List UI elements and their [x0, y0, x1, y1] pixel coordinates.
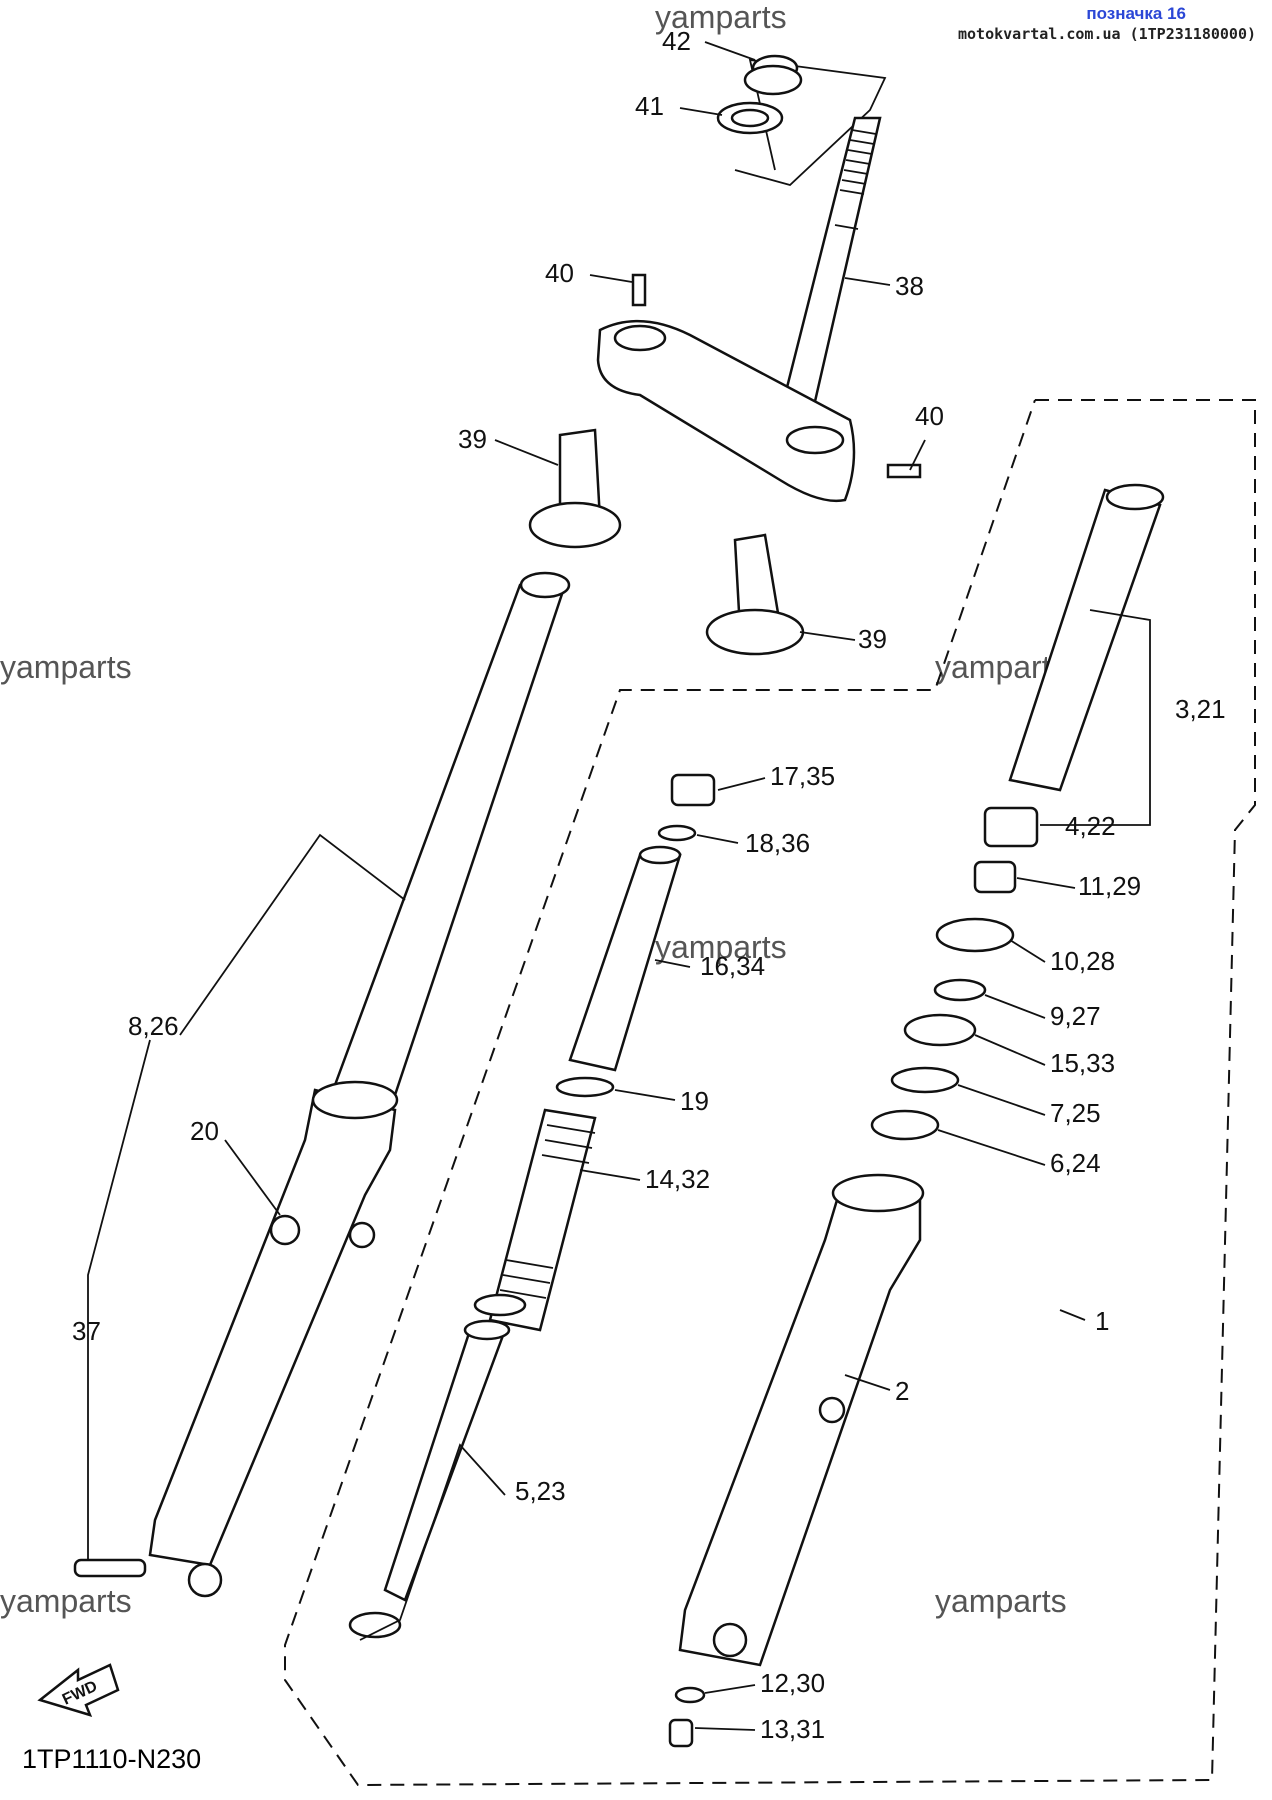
- washer-12-30: [674, 1686, 706, 1704]
- cover-39-left-base: [528, 501, 622, 549]
- washer-7-25: [890, 1066, 960, 1094]
- axle-hole: [187, 1562, 223, 1598]
- bracket-bore-left: [613, 324, 667, 352]
- callout-40-right: 40: [915, 401, 944, 431]
- diagram-code: 1TP1110-N230: [22, 1744, 201, 1774]
- bolt-40-right: [886, 463, 922, 479]
- callout-8-26: 15,33: [1050, 1048, 1115, 1078]
- callout-9-27: 9,27: [1050, 1001, 1101, 1031]
- dust-seal-19: [311, 1080, 399, 1120]
- spacer-top: [638, 845, 682, 865]
- callout-13-31: 13,31: [760, 1714, 825, 1744]
- callout-41: 41: [635, 91, 664, 121]
- callout-40-top: 40: [545, 258, 574, 288]
- callout-37: 37: [72, 1316, 101, 1346]
- callout-14-32: 14,32: [645, 1164, 710, 1194]
- oil-seal-8-26: [903, 1013, 977, 1047]
- stem-thread: [834, 129, 877, 230]
- outer-tube-2: [678, 1188, 922, 1667]
- header-site: motokvartal.com.ua (1TP231180000): [957, 25, 1256, 43]
- axle-boss-20: [269, 1214, 301, 1246]
- cap-bolt-17-35: [670, 773, 716, 807]
- dust-seal-10-28: [935, 917, 1015, 953]
- watermark: yamparts: [0, 1583, 132, 1619]
- callout-39-left: 39: [458, 424, 487, 454]
- callout-3-21: 3,21: [1175, 694, 1226, 724]
- fwd-arrow-icon: FWD: [37, 1663, 120, 1717]
- callout-12-30: 12,30: [760, 1668, 825, 1698]
- spring-14-32: [488, 1108, 597, 1332]
- callout-5-23: 5,23: [515, 1476, 566, 1506]
- bushing-11-29: [973, 860, 1017, 894]
- circlip: [473, 1293, 527, 1317]
- callout-10-28: 10,28: [1050, 946, 1115, 976]
- callout-38: 38: [895, 271, 924, 301]
- bracket-bore-right: [785, 425, 845, 455]
- callout-11-29: 11,29: [1078, 871, 1141, 901]
- seal-41-inner: [730, 108, 770, 128]
- mount-hole-2: [818, 1396, 846, 1424]
- callout-18-36: 18,36: [745, 828, 810, 858]
- callout-39-right: 39: [858, 624, 887, 654]
- bearing-42-base: [743, 64, 803, 96]
- inner-tube-3-21: [1008, 488, 1162, 792]
- watermark: yamparts: [935, 1583, 1067, 1619]
- watermark: yamparts: [655, 0, 787, 35]
- under-bracket: [596, 319, 856, 502]
- callout-1: 1: [1095, 1306, 1109, 1336]
- callout-15-33: 19: [680, 1086, 709, 1116]
- header-title: позначка 16: [1086, 4, 1186, 23]
- bushing-4-22: [983, 806, 1039, 848]
- assembly-outline-right: [284, 399, 1256, 1787]
- watermark: yamparts: [0, 649, 132, 685]
- callout-17-35: 17,35: [770, 761, 835, 791]
- bolt-37: [73, 1558, 147, 1578]
- inner-tube-top: [1105, 483, 1165, 511]
- leader-lines: [87, 41, 1151, 1731]
- callout-16-34: 16,34: [700, 951, 765, 981]
- washer-15-33: [555, 1076, 615, 1098]
- callout-19: 8,26: [128, 1011, 179, 1041]
- callout-20: 20: [190, 1116, 219, 1146]
- callout-7-25: 7,25: [1050, 1098, 1101, 1128]
- clip-9-27: [933, 978, 987, 1002]
- rebound-spring: [348, 1611, 402, 1639]
- outer-tube-2-top: [831, 1173, 925, 1213]
- inner-tube-cap: [519, 571, 571, 599]
- damper-rod-5-23: [383, 1328, 507, 1602]
- cover-39-right-base: [705, 608, 805, 656]
- bolt-40-top: [631, 273, 647, 307]
- inner-tube-19: [333, 583, 567, 1112]
- spring-coils: [499, 1124, 596, 1299]
- outer-tube-19: [148, 1088, 397, 1567]
- callout-42: 42: [662, 26, 691, 56]
- callout-2: 2: [895, 1376, 909, 1406]
- damper-rod-top: [463, 1319, 511, 1341]
- bolt-13-31: [668, 1718, 694, 1748]
- mount-hole: [348, 1221, 376, 1249]
- axle-hole-2: [712, 1622, 748, 1658]
- oring-18-36: [657, 824, 697, 842]
- bushing-6-24: [870, 1109, 940, 1141]
- callout-4-22: 4,22: [1065, 811, 1116, 841]
- watermark: yamparts: [655, 929, 787, 965]
- callout-6-24: 6,24: [1050, 1148, 1101, 1178]
